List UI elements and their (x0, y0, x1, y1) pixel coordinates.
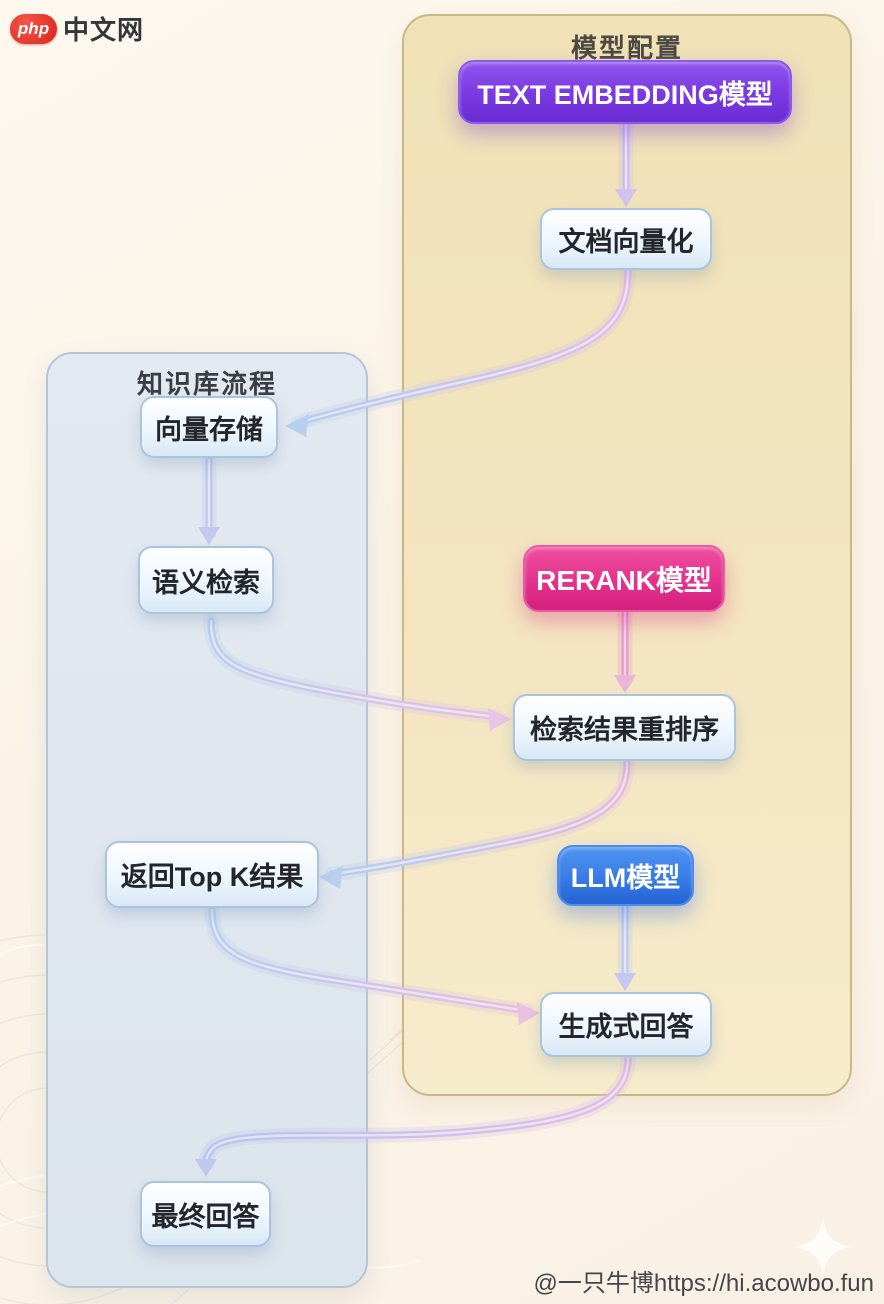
node-top-k-result: 返回Top K结果 (105, 841, 319, 908)
panel-knowledge-flow-title: 知识库流程 (136, 369, 277, 399)
node-doc-vectorize: 文档向量化 (540, 208, 712, 270)
node-text-embedding-model: TEXT EMBEDDING模型 (458, 60, 792, 124)
sparkle-icon (794, 1218, 852, 1276)
node-generative-answer: 生成式回答 (540, 992, 712, 1057)
panel-knowledge-flow: 知识库流程 (46, 352, 368, 1288)
node-rerank-model: RERANK模型 (523, 545, 725, 612)
php-logo-text: 中文网 (63, 15, 145, 45)
php-logo-icon: php (10, 13, 57, 44)
node-vector-store: 向量存储 (140, 396, 278, 458)
panel-model-config-title: 模型配置 (570, 33, 683, 63)
php-cn-logo: php 中文网 (10, 10, 144, 47)
node-llm-model: LLM模型 (557, 845, 694, 906)
node-semantic-search: 语义检索 (138, 546, 274, 614)
watermark-text: @一只牛博https://hi.acowbo.fun (533, 1270, 875, 1297)
node-rerank-result: 检索结果重排序 (513, 694, 736, 761)
node-final-answer: 最终回答 (140, 1181, 271, 1247)
